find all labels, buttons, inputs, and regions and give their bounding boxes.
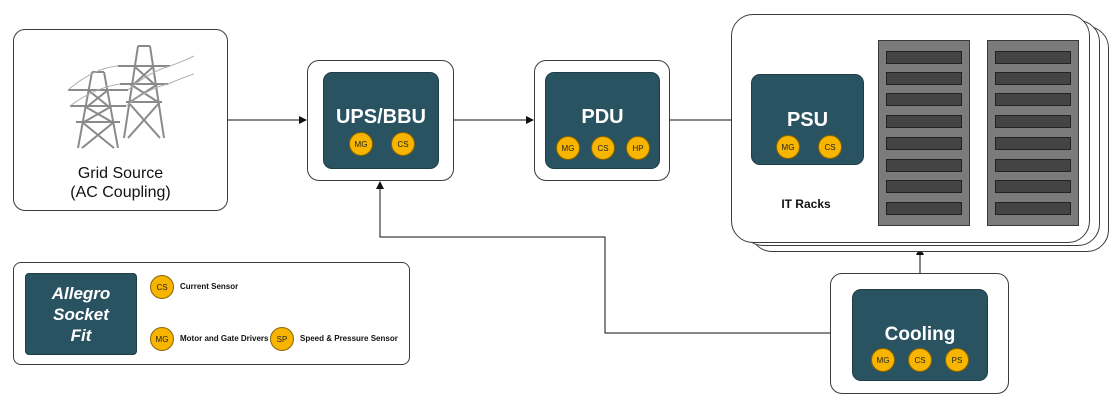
cooling-title: Cooling (884, 324, 956, 345)
ups-title: UPS/BBU (335, 106, 426, 128)
legend-title-line-1: Allegro (51, 284, 111, 303)
rack-slot (886, 159, 962, 172)
rack-slot (886, 180, 962, 193)
rack-slot (995, 180, 1071, 193)
arrow-cooling-to-ups (376, 181, 830, 334)
pdu-card: PDU MG CS HP (534, 60, 670, 181)
server-rack-1 (878, 40, 970, 226)
grid-source-card: Grid Source (AC Coupling) (13, 29, 228, 211)
legend-badge-cs: CS (150, 275, 174, 299)
rack-slot (995, 93, 1071, 106)
rack-slot (886, 137, 962, 150)
rack-slot (995, 72, 1071, 85)
legend-title-line-2: Socket (53, 305, 109, 324)
cooling-card: Cooling MG CS PS (830, 273, 1009, 394)
pdu-title: PDU (581, 106, 624, 128)
server-rack-2 (987, 40, 1079, 226)
legend-card: Allegro Socket Fit CS Current Sensor MG … (13, 262, 410, 365)
ups-badge-mg: MG (349, 132, 373, 156)
power-tower-icon (67, 45, 194, 149)
rack-slot (995, 137, 1071, 150)
cooling-box: Cooling MG CS PS (852, 289, 988, 381)
legend-label-sp: Speed & Pressure Sensor (300, 334, 398, 343)
legend-title-box: Allegro Socket Fit (25, 273, 137, 355)
grid-source-sublabel: (AC Coupling) (70, 184, 171, 201)
legend-label-cs: Current Sensor (180, 282, 239, 291)
rack-slot (995, 202, 1071, 215)
pdu-box: PDU MG CS HP (545, 72, 660, 169)
psu-title: PSU (786, 109, 829, 131)
psu-badge-mg: MG (776, 135, 800, 159)
pdu-badge-mg: MG (556, 136, 580, 160)
rack-slot (995, 159, 1071, 172)
psu-badge-cs: CS (818, 135, 842, 159)
rack-slot (886, 72, 962, 85)
cooling-badge-ps: PS (945, 348, 969, 372)
rack-slot (886, 202, 962, 215)
it-racks-label: IT Racks (781, 197, 831, 211)
ups-card: UPS/BBU MG CS (307, 60, 454, 181)
legend-badge-mg: MG (150, 327, 174, 351)
rack-slot (886, 51, 962, 64)
rack-slot (995, 51, 1071, 64)
pdu-badge-hp: HP (626, 136, 650, 160)
rack-slot (995, 115, 1071, 128)
ups-box: UPS/BBU MG CS (323, 72, 439, 169)
rack-slot (886, 115, 962, 128)
legend-title-line-3: Fit (70, 326, 92, 345)
grid-source-label: Grid Source (77, 165, 164, 182)
ups-badge-cs: CS (391, 132, 415, 156)
cooling-badge-cs: CS (908, 348, 932, 372)
legend-label-mg: Motor and Gate Drivers (180, 334, 269, 343)
cooling-badge-mg: MG (871, 348, 895, 372)
pdu-badge-cs: CS (591, 136, 615, 160)
legend-badge-sp: SP (270, 327, 294, 351)
rack-slot (886, 93, 962, 106)
legend-title: Allegro Socket Fit (26, 283, 136, 346)
psu-box: PSU MG CS (751, 74, 864, 165)
